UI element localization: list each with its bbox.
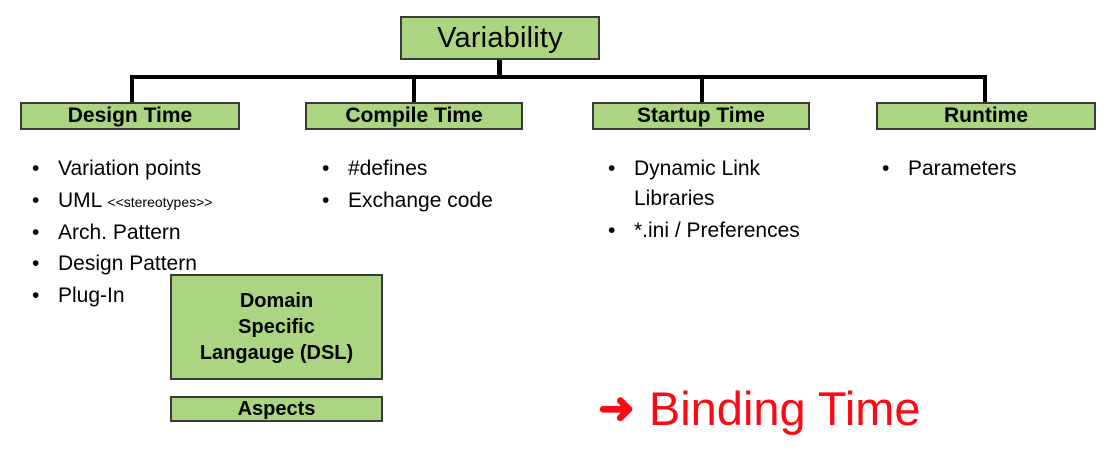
- list-item: • *.ini / Preferences: [608, 216, 873, 246]
- bullet-list-startup-time: • Dynamic Link Libraries • *.ini / Prefe…: [608, 154, 873, 247]
- phase-label-runtime: Runtime: [944, 104, 1028, 127]
- root-box-variability[interactable]: Variability: [400, 16, 600, 60]
- bullet-glyph: •: [32, 220, 40, 244]
- bullet-glyph: •: [322, 157, 330, 180]
- list-item-main: UML: [58, 188, 108, 212]
- list-item-text: Parameters: [908, 157, 1017, 180]
- bullet-glyph: •: [32, 188, 40, 212]
- list-item: • Plug-In: [32, 281, 292, 311]
- bullet-glyph: •: [608, 218, 616, 242]
- note-box-dsl[interactable]: Domain Specific Langauge (DSL): [170, 274, 383, 380]
- phase-box-runtime[interactable]: Runtime: [876, 102, 1096, 130]
- root-box-label: Variability: [437, 21, 563, 54]
- list-item-text: UML <<stereotypes>>: [58, 186, 292, 216]
- note-line: Langauge (DSL): [199, 342, 354, 364]
- phase-label-startup-time: Startup Time: [637, 104, 765, 127]
- list-item: • #defines: [322, 154, 562, 184]
- note-box-aspects[interactable]: Aspects: [170, 396, 383, 422]
- list-item: • Dynamic Link Libraries: [608, 154, 873, 214]
- connector-root-stem: [497, 60, 502, 78]
- phase-label-design-time: Design Time: [67, 104, 193, 127]
- list-item-text: Arch. Pattern: [58, 220, 181, 244]
- list-item-stereotype: <<stereotypes>>: [107, 193, 213, 210]
- bullet-glyph: •: [608, 157, 616, 180]
- phase-box-startup-time[interactable]: Startup Time: [592, 102, 810, 130]
- phase-label-compile-time: Compile Time: [345, 104, 483, 127]
- list-item-text: Plug-In: [58, 284, 125, 308]
- connector-drop-runtime: [983, 75, 987, 104]
- right-arrow-icon: ➜: [598, 383, 635, 433]
- phase-box-compile-time[interactable]: Compile Time: [305, 102, 523, 130]
- note-line: Domain: [239, 290, 314, 312]
- bullet-list-compile-time: • #defines • Exchange code: [322, 154, 562, 218]
- callout-text: Binding Time: [648, 382, 921, 435]
- callout-binding-time: ➜ Binding Time: [598, 385, 921, 432]
- bullet-glyph: •: [32, 157, 40, 180]
- list-item-text: Variation points: [58, 157, 202, 180]
- list-item-text: Design Pattern: [58, 252, 197, 276]
- bullet-glyph: •: [32, 284, 40, 308]
- bullet-list-design-time: • Variation points • UML <<stereotypes>>…: [32, 154, 292, 313]
- phase-box-design-time[interactable]: Design Time: [20, 102, 240, 130]
- list-item: • Design Pattern: [32, 249, 292, 279]
- bullet-glyph: •: [322, 188, 330, 212]
- list-item-text: *.ini / Preferences: [634, 218, 800, 242]
- note-line: Specific: [238, 316, 315, 338]
- list-item: • Exchange code: [322, 186, 562, 216]
- connector-horizontal-bus: [130, 75, 987, 79]
- list-item: • Parameters: [882, 154, 1102, 184]
- list-item: • UML <<stereotypes>>: [32, 186, 292, 216]
- note-line: Aspects: [237, 398, 316, 420]
- list-item: • Arch. Pattern: [32, 218, 292, 248]
- connector-drop-compile-time: [412, 75, 416, 104]
- connector-drop-design-time: [130, 75, 134, 104]
- list-item: • Variation points: [32, 154, 292, 184]
- bullet-glyph: •: [32, 252, 40, 276]
- bullet-glyph: •: [882, 157, 890, 180]
- list-item-text: Dynamic Link Libraries: [634, 157, 761, 210]
- bullet-list-runtime: • Parameters: [882, 154, 1102, 186]
- list-item-text: #defines: [348, 157, 428, 180]
- connector-drop-startup-time: [700, 75, 704, 104]
- list-item-text: Exchange code: [348, 188, 493, 212]
